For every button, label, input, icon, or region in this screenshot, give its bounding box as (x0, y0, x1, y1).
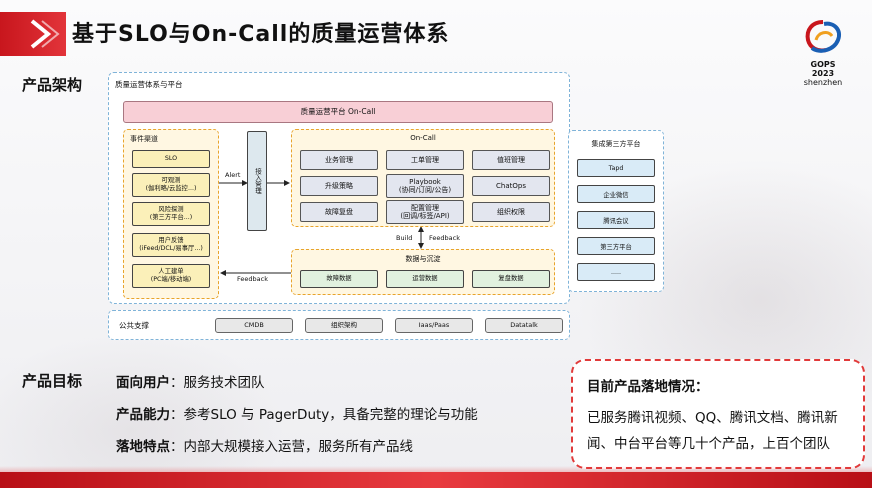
section-architecture: 产品架构 (22, 76, 83, 94)
data-item-postmortem: 复盘数据 (472, 270, 550, 288)
status-title: 目前产品落地情况： (587, 379, 709, 395)
public-support-panel: 公共支撑 CMDB 组织架构 Iaas/Paas Datatalk (108, 310, 570, 340)
data-layer-title: 数据与沉淀 (405, 255, 441, 263)
goal-label: 落地特点 (116, 439, 170, 455)
goal-text: ：内部大规模接入运营，服务所有产品线 (170, 439, 413, 455)
chevron-right-icon (30, 19, 60, 49)
data-item-incident: 故障数据 (300, 270, 378, 288)
platform-bar: 质量运营平台 On-Call (123, 101, 553, 123)
event-item-observability: 可观测(伽利略/云监控...) (132, 173, 210, 197)
oncall-item-postmortem: 故障复盘 (300, 202, 378, 222)
oncall-item-escalation: 升级策略 (300, 176, 378, 196)
gops-logo: GOPS 2023 shenzhen (800, 18, 846, 87)
title-banner (0, 12, 66, 56)
goal-capability: 产品能力：参考SLO 与 PagerDuty，具备完整的理论与功能 (116, 403, 478, 423)
third-party-other: 第三方平台 (577, 237, 655, 255)
panel-title: 质量运营体系与平台 (115, 80, 183, 89)
oncall-item-permissions: 组织权限 (472, 202, 550, 222)
page-title: 基于SLO与On-Call的质量运营体系 (72, 22, 450, 47)
alert-label: Alert (225, 171, 241, 179)
status-callout: 目前产品落地情况： 已服务腾讯视频、QQ、腾讯文档、腾讯新闻、中台平台等几十个产… (571, 359, 865, 469)
support-iaas-paas: Iaas/Paas (395, 318, 473, 333)
oncall-group: On-Call 业务管理 工单管理 值班管理 升级策略 Playbook(协同/… (291, 129, 555, 227)
data-item-operations: 运营数据 (386, 270, 464, 288)
third-party-more: ..... (577, 263, 655, 281)
logo-line2: shenzhen (803, 78, 843, 87)
feedback2-label: Feedback (429, 234, 460, 242)
oncall-item-config: 配置管理(回调/标签/API) (386, 200, 464, 224)
goal-text: ：服务技术团队 (170, 375, 265, 391)
goal-label: 面向用户 (116, 375, 170, 391)
third-party-wecom: 企业微信 (577, 185, 655, 203)
access-management-box: 接入管理 (247, 131, 267, 231)
oncall-item-ticket: 工单管理 (386, 150, 464, 170)
oncall-title: On-Call (410, 134, 436, 142)
event-channel-title: 事件渠道 (130, 135, 158, 143)
oncall-item-chatops: ChatOps (472, 176, 550, 196)
support-datatalk: Datatalk (485, 318, 563, 333)
architecture-panel: 质量运营体系与平台 质量运营平台 On-Call 事件渠道 SLO 可观测(伽利… (108, 72, 570, 304)
feedback-label: Feedback (237, 275, 268, 283)
oncall-item-duty: 值班管理 (472, 150, 550, 170)
arrows-layer (219, 180, 424, 276)
event-item-slo: SLO (132, 150, 210, 168)
section-goal: 产品目标 (22, 372, 83, 390)
event-item-manual-ticket: 人工建单(PC端/移动端) (132, 264, 210, 288)
event-channel-group: 事件渠道 SLO 可观测(伽利略/云监控...) 风险探测(第三方平台...) … (123, 129, 219, 299)
support-cmdb: CMDB (215, 318, 293, 333)
footer-gradient (0, 466, 872, 474)
third-party-meeting: 腾讯会议 (577, 211, 655, 229)
support-org: 组织架构 (305, 318, 383, 333)
event-item-user-feedback: 用户反馈(iFeed/DCL/易事厅...) (132, 233, 210, 257)
event-item-risk-probe: 风险探测(第三方平台...) (132, 202, 210, 226)
oncall-item-business: 业务管理 (300, 150, 378, 170)
goal-landing: 落地特点：内部大规模接入运营，服务所有产品线 (116, 435, 413, 455)
logo-line1: GOPS 2023 (810, 60, 836, 78)
oncall-item-playbook: Playbook(协同/订阅/公告) (386, 174, 464, 198)
build-label: Build (396, 234, 413, 242)
third-party-tapd: Tapd (577, 159, 655, 177)
third-party-title: 集成第三方平台 (591, 140, 641, 148)
status-body: 已服务腾讯视频、QQ、腾讯文档、腾讯新闻、中台平台等几十个产品，上百个团队 (587, 410, 838, 452)
third-party-group: 集成第三方平台 Tapd 企业微信 腾讯会议 第三方平台 ..... (568, 130, 664, 292)
footer-bar (0, 472, 872, 488)
support-title: 公共支撑 (119, 321, 149, 330)
goal-label: 产品能力 (116, 407, 170, 423)
goal-text: ：参考SLO 与 PagerDuty，具备完整的理论与功能 (170, 407, 478, 423)
goal-target-users: 面向用户：服务技术团队 (116, 371, 265, 391)
data-layer-group: 数据与沉淀 故障数据 运营数据 复盘数据 (291, 249, 555, 295)
gops-logo-icon (805, 20, 841, 53)
